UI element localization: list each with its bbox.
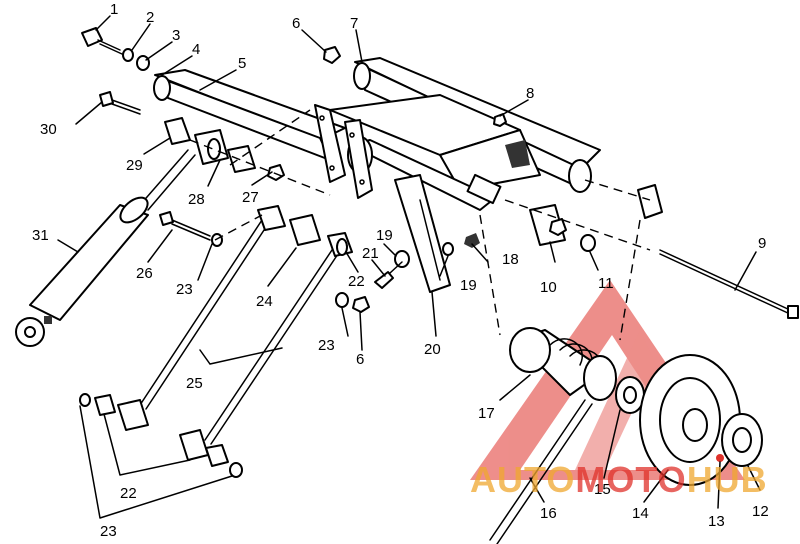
bracket-10 (529, 204, 567, 246)
spring-assembly-17 (509, 327, 617, 401)
bushing-22-lower-d (205, 444, 229, 467)
bushing-27a (227, 145, 256, 173)
washer-23-lower (79, 393, 91, 407)
bushing-22-lower-c (179, 429, 209, 461)
callout-15: 15 (594, 481, 611, 498)
callout-4: 4 (192, 41, 200, 58)
callout-22-lower: 22 (120, 485, 137, 502)
callout-29: 29 (126, 157, 143, 174)
callout-17: 17 (478, 405, 495, 422)
axle-16 (489, 399, 593, 544)
bushing-22-lower-b (117, 399, 149, 431)
shock-absorber-31 (15, 149, 196, 347)
callout-28: 28 (188, 191, 205, 208)
callout-6-mid: 6 (356, 351, 364, 368)
assembly-line-b (229, 109, 311, 166)
washer-3 (136, 55, 150, 71)
mount-bracket-right (637, 184, 663, 219)
callout-21: 21 (362, 245, 379, 262)
callout-11: 11 (598, 275, 614, 292)
callout-labels: 1 2 3 4 5 6 6 7 8 9 10 11 12 13 14 15 16… (32, 1, 769, 540)
nut-18 (464, 233, 480, 248)
watermark-text-hub: HUB (687, 459, 768, 500)
assembly-line-g (479, 214, 501, 336)
spacer-15 (615, 376, 645, 414)
bolt-30 (99, 91, 141, 115)
callout-13: 13 (708, 513, 725, 530)
callout-23-left: 23 (176, 281, 193, 298)
watermark-text: AUTOMOTOHUB (470, 459, 768, 500)
callout-5: 5 (238, 55, 246, 72)
callout-10: 10 (540, 279, 557, 296)
leader-lines (57, 15, 761, 519)
callout-26: 26 (136, 265, 153, 282)
bushing-22-lower-a (94, 394, 116, 416)
callout-30: 30 (40, 121, 57, 138)
callout-22-upper: 22 (348, 273, 365, 290)
bolt-26 (159, 211, 223, 247)
callout-31: 31 (32, 227, 49, 244)
svg-text:AUTOMOTOHUB: AUTOMOTOHUB (470, 459, 768, 500)
right-bracket-plate (344, 119, 373, 199)
callout-18: 18 (502, 251, 519, 268)
callout-14: 14 (632, 505, 649, 522)
callout-27: 27 (242, 189, 259, 206)
bolt-1 (81, 27, 123, 55)
callout-16: 16 (540, 505, 557, 522)
watermark-text-auto: AUTO (470, 459, 575, 500)
watermark-text-moto: MOTO (575, 459, 686, 500)
washer-19a (394, 250, 410, 268)
nut-6-top (323, 46, 341, 64)
callout-19-left: 19 (376, 227, 393, 244)
callout-20: 20 (424, 341, 441, 358)
callout-1: 1 (110, 1, 118, 18)
wheel-14 (639, 354, 741, 486)
callout-12: 12 (752, 503, 769, 520)
nut-6-mid (352, 296, 370, 313)
bushing-28 (194, 129, 229, 165)
washer-23-bottom (229, 462, 243, 478)
washer-19b (442, 242, 454, 256)
callout-19-right: 19 (460, 277, 477, 294)
assembly-line-e (504, 199, 651, 251)
torque-arm-20 (394, 174, 451, 293)
assembly-line-d (584, 179, 651, 201)
frame-box (329, 94, 541, 191)
assembly-line-c (214, 214, 263, 241)
bolt-21 (374, 261, 403, 289)
washer-23-mid (335, 292, 349, 308)
callout-2: 2 (146, 9, 154, 26)
callout-8: 8 (526, 85, 534, 102)
callout-3: 3 (172, 27, 180, 44)
callout-23-bottom: 23 (100, 523, 117, 540)
bolt-9 (659, 249, 799, 319)
left-bracket-plate (314, 104, 346, 183)
callout-7: 7 (350, 15, 358, 32)
bushing-29 (164, 117, 191, 145)
link-rod-25 (139, 219, 339, 445)
crossbar-tube (153, 69, 346, 161)
snap-ring-13 (716, 454, 724, 462)
bushing-22-upper (327, 232, 353, 257)
washer-11 (580, 234, 596, 252)
callout-24: 24 (256, 293, 273, 310)
callout-25: 25 (186, 375, 203, 392)
bushing-24a (257, 205, 286, 231)
bushing-24b (289, 214, 321, 246)
callout-9: 9 (758, 235, 766, 252)
assembly-line-a (189, 139, 331, 196)
callout-6-top: 6 (292, 15, 300, 32)
assembly-line-f (619, 219, 641, 341)
callout-23-mid: 23 (318, 337, 335, 354)
washer-2 (122, 48, 134, 62)
bearing-12 (721, 413, 763, 467)
